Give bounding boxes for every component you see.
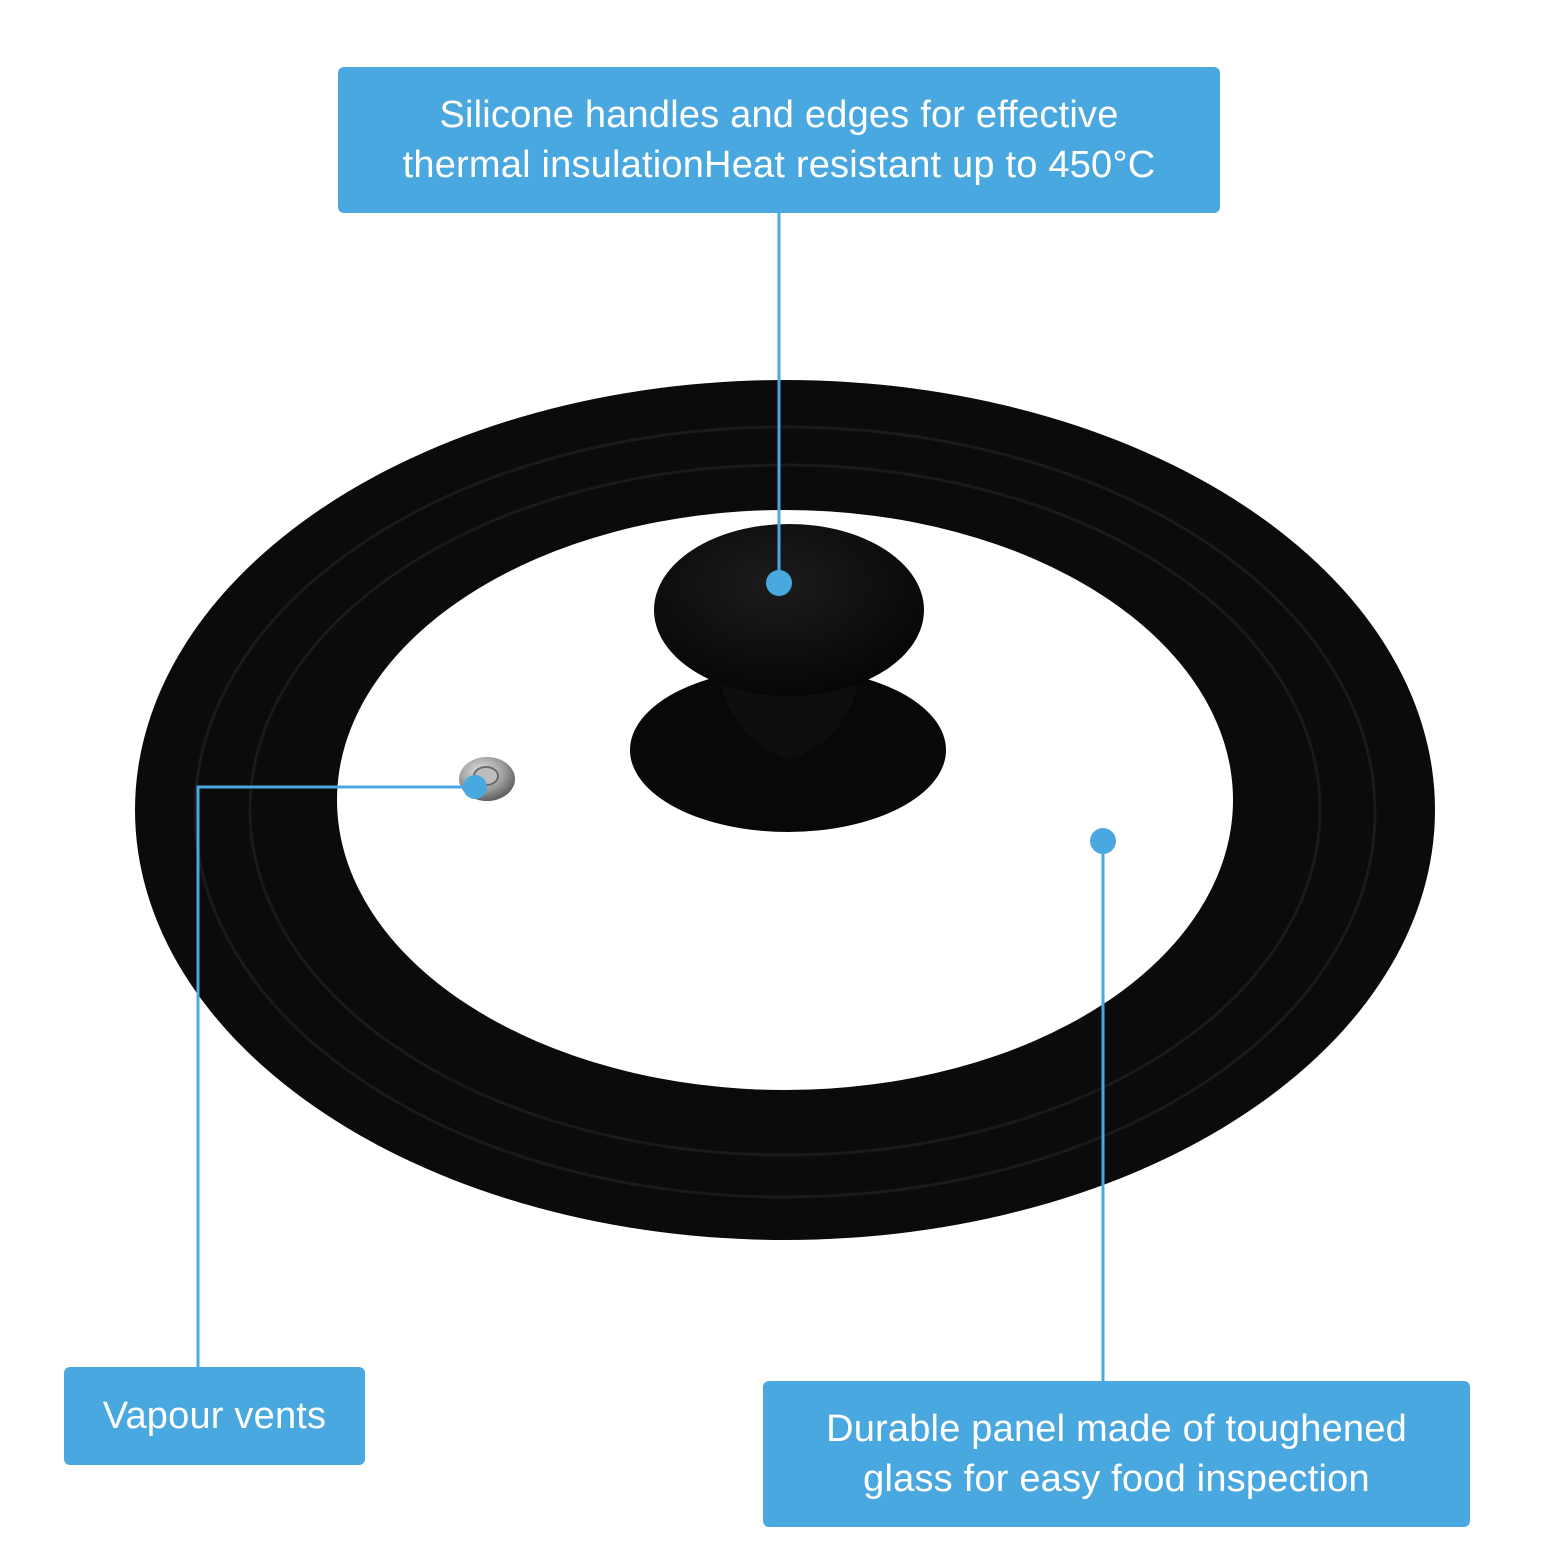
callout-dot-handles bbox=[766, 570, 792, 596]
callout-dots bbox=[463, 570, 1116, 854]
callout-line-vents bbox=[196, 785, 475, 1367]
callout-panel-label: Durable panel made of toughened glass fo… bbox=[763, 1381, 1470, 1527]
callout-handles-line1: Silicone handles and edges for effective bbox=[439, 94, 1119, 136]
callout-handles-label: Silicone handles and edges for effective… bbox=[338, 67, 1220, 213]
callout-vents-text: Vapour vents bbox=[102, 1395, 327, 1437]
callout-lines bbox=[196, 213, 1105, 1381]
callout-dot-panel bbox=[1090, 828, 1116, 854]
callout-dot-vents bbox=[463, 775, 487, 799]
callout-panel-line1: Durable panel made of toughened bbox=[826, 1408, 1407, 1450]
knob bbox=[630, 524, 946, 832]
callout-vents-label: Vapour vents bbox=[64, 1367, 365, 1465]
callout-panel-line2: glass for easy food inspection bbox=[863, 1458, 1370, 1500]
callout-handles-line2: thermal insulationHeat resistant up to 4… bbox=[402, 144, 1156, 186]
